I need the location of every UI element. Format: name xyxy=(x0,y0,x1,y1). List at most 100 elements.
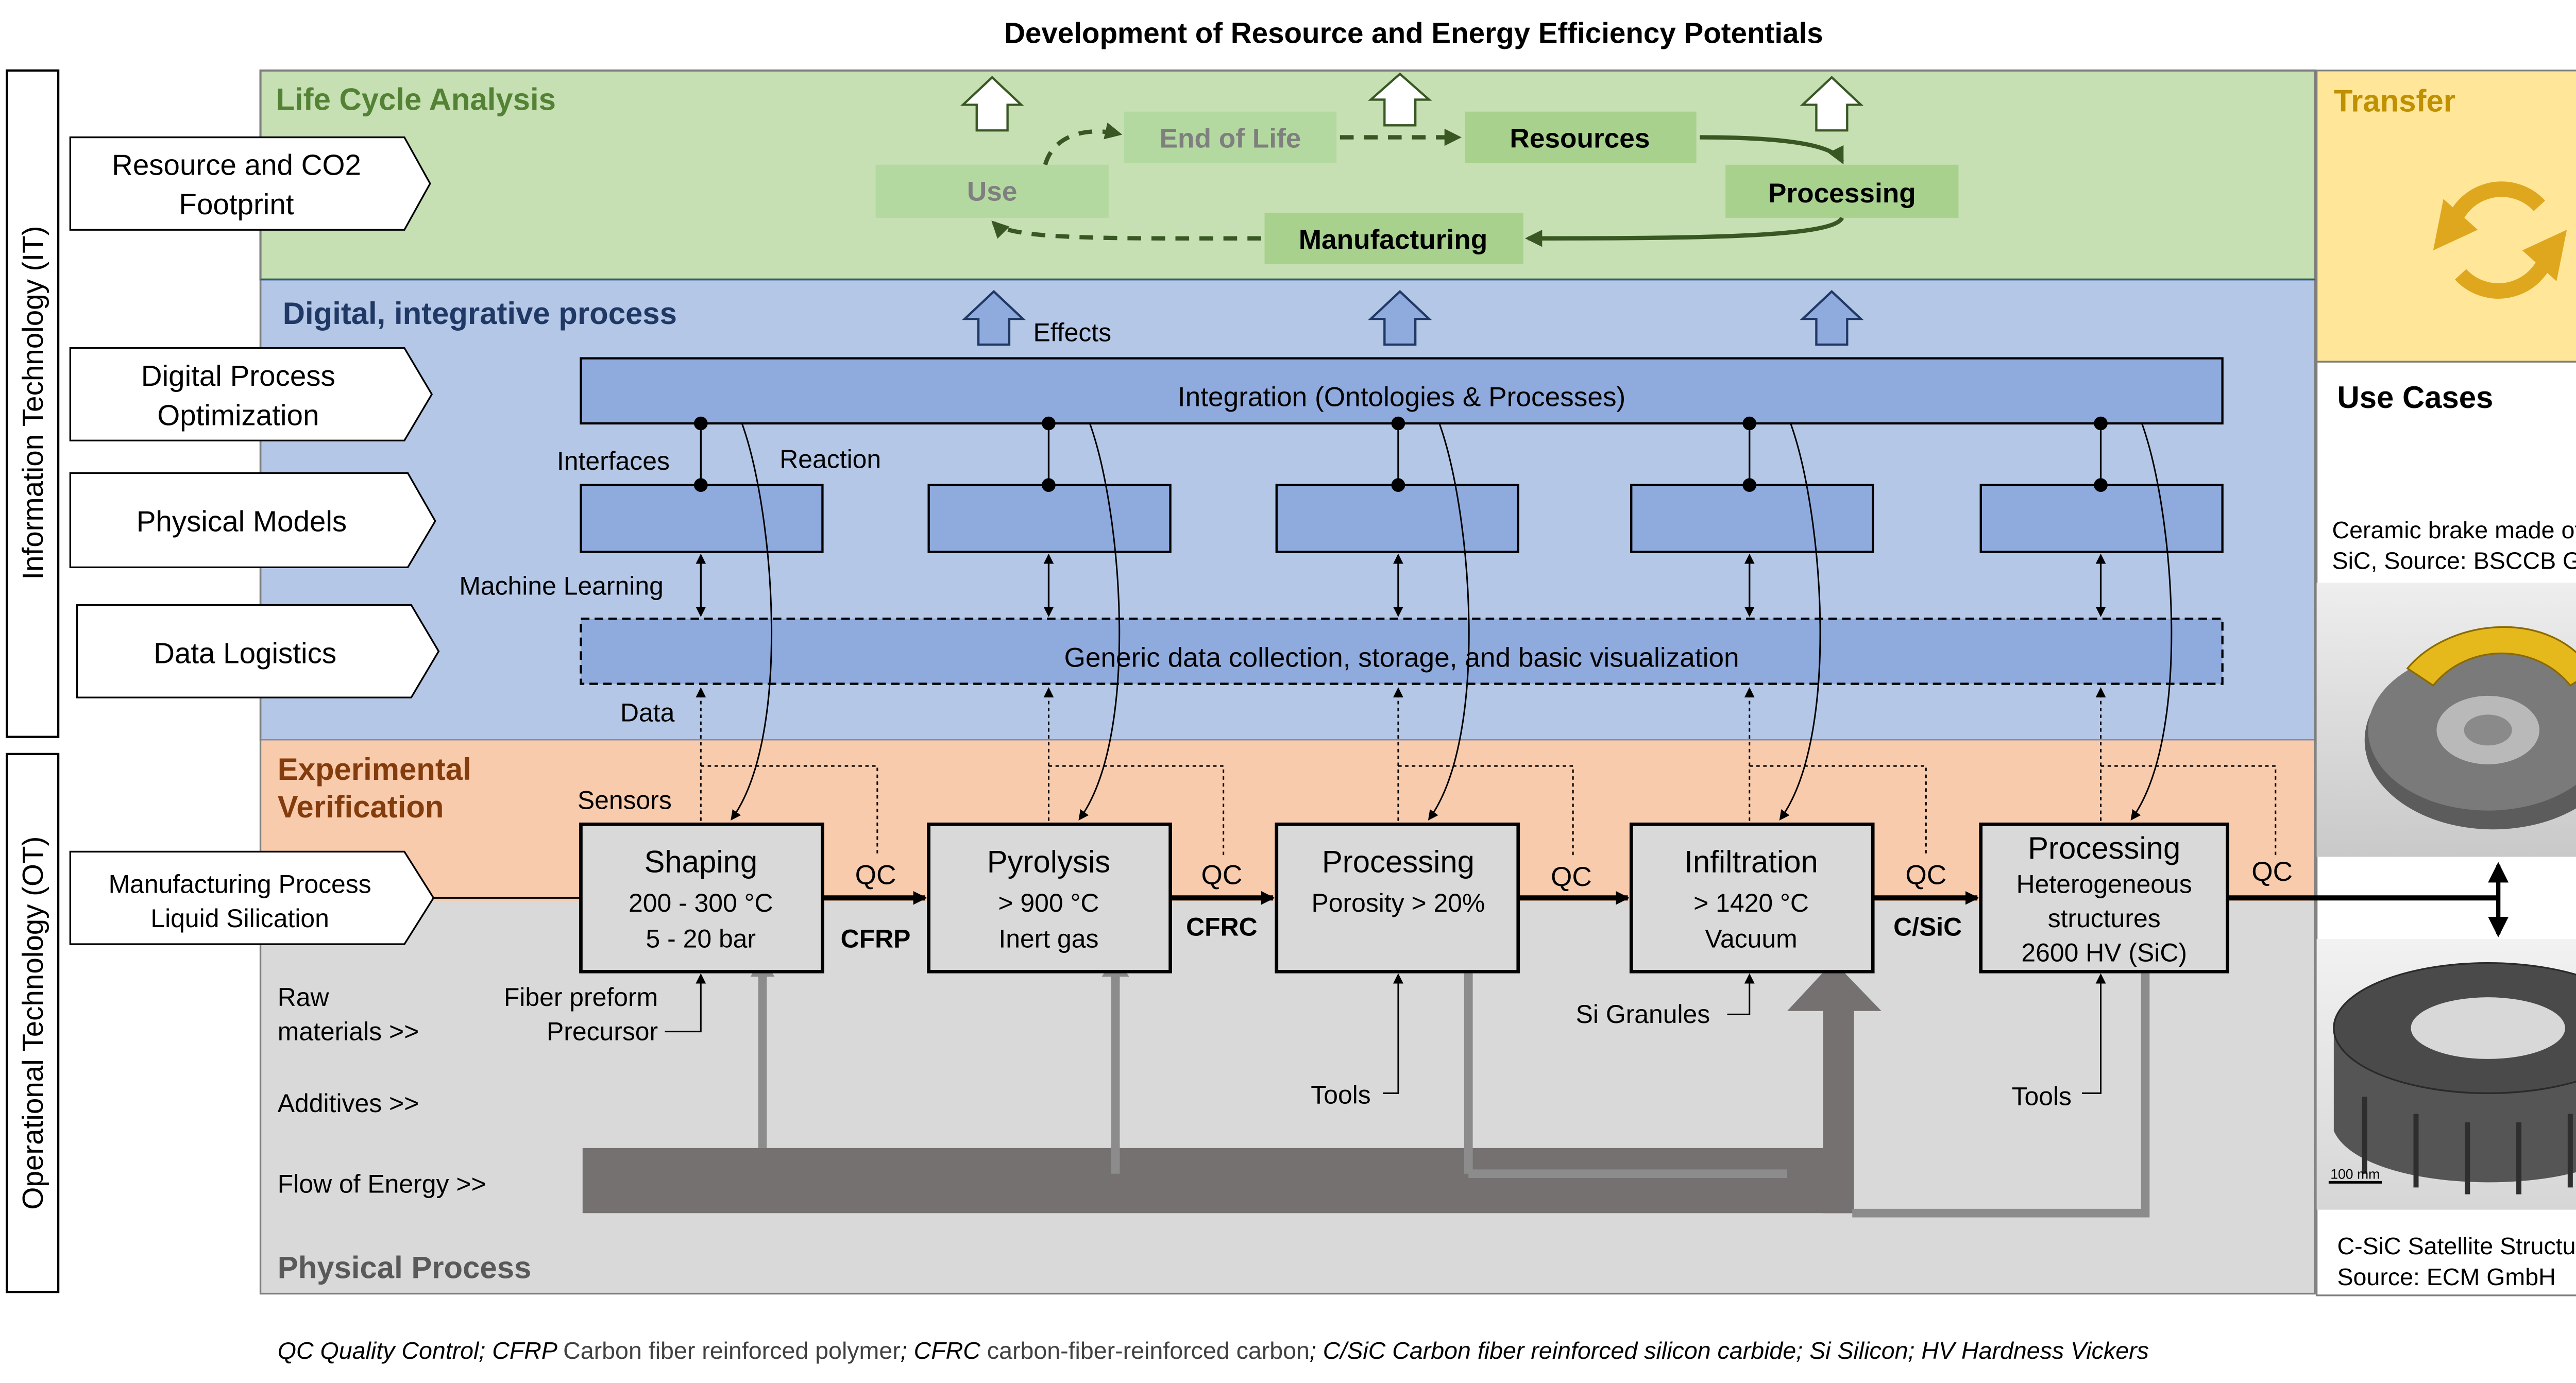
data-logistics-tag xyxy=(76,604,440,698)
digital-title: Digital, integrative process xyxy=(283,296,677,331)
manufacturing-process-line2: Liquid Silication xyxy=(150,904,329,933)
transfer-arrowhead-bottom xyxy=(2522,230,2567,281)
intermediate-cfrp: CFRP xyxy=(841,925,911,953)
footnote-part-6: ; C/SiC Carbon fiber reinforced silicon … xyxy=(1310,1337,2149,1364)
physical-model-box-4 xyxy=(1630,484,1874,553)
interfaces-label: Interfaces xyxy=(557,447,670,475)
sensor-dotted-lines xyxy=(696,687,2277,857)
step-shaping-title: Shaping xyxy=(644,844,757,879)
physical-models-tag xyxy=(69,472,436,569)
satellite-caption-line1: C-SiC Satellite Structure, xyxy=(2337,1233,2576,1259)
tools-label-1: Tools xyxy=(1311,1080,1370,1109)
intermediate-cfrc: CFRC xyxy=(1186,912,1258,941)
process-box-processing xyxy=(1275,822,1520,974)
cycle-resources-label: Resources xyxy=(1510,124,1650,154)
process-box-infiltration xyxy=(1629,822,1875,974)
generic-data-box xyxy=(580,617,2224,685)
step-pyrolysis-line1: > 900 °C xyxy=(998,889,1099,917)
step-processing-title: Processing xyxy=(1322,844,1475,879)
transfer-title: Transfer xyxy=(2334,84,2455,118)
physical-model-box-1 xyxy=(580,484,824,553)
machine-learning-label: Machine Learning xyxy=(459,572,664,601)
ot-side-frame xyxy=(6,753,60,1293)
footnote-part-4: ; CFRC xyxy=(901,1337,987,1364)
footnote-part-1: QC Quality Control; xyxy=(278,1337,492,1364)
footnote-part-2: CFRP xyxy=(492,1337,563,1364)
experimental-title-line2: Verification xyxy=(278,790,444,824)
raw-materials-line2: materials >> xyxy=(278,1017,419,1046)
main-flow-arrows xyxy=(433,862,2509,937)
cycle-arrows xyxy=(991,122,1844,247)
intermediate-csic: C/SiC xyxy=(1893,912,1962,941)
reaction-label: Reaction xyxy=(779,445,881,473)
scale-label: 100 mm xyxy=(2330,1167,2380,1182)
step-infiltration-line2: Vacuum xyxy=(1705,925,1797,953)
step-processing2-title: Processing xyxy=(2028,831,2180,865)
sensors-label: Sensors xyxy=(578,786,672,814)
step-pyrolysis-line2: Inert gas xyxy=(998,925,1098,953)
step-infiltration-line1: > 1420 °C xyxy=(1693,889,1809,917)
generic-data-label: Generic data collection, storage, and ba… xyxy=(1064,642,1739,673)
resource-footprint-line2: Footprint xyxy=(179,188,294,220)
cycle-manufacturing-box xyxy=(1264,212,1523,264)
it-side-label: Information Technology (IT) xyxy=(16,226,49,580)
step-shaping-line2: 5 - 20 bar xyxy=(646,925,756,953)
process-optimization-line2: Optimization xyxy=(157,399,319,431)
qc-label-2: QC xyxy=(1201,860,1242,891)
physical-model-box-2 xyxy=(927,484,1172,553)
ot-side-label: Operational Technology (OT) xyxy=(16,836,49,1210)
brake-photo xyxy=(2316,583,2576,857)
resource-footprint-line1: Resource and CO2 xyxy=(112,149,361,181)
qc-label-1: QC xyxy=(855,860,896,891)
cycle-end-of-life-box xyxy=(1124,111,1337,163)
step-infiltration-title: Infiltration xyxy=(1684,844,1818,879)
it-side-frame xyxy=(6,69,60,738)
input-connectors xyxy=(665,973,2106,1094)
manufacturing-process-line1: Manufacturing Process xyxy=(109,869,371,898)
cycle-end-of-life-label: End of Life xyxy=(1160,124,1301,154)
effects-label: Effects xyxy=(1033,318,1112,347)
integration-label: Integration (Ontologies & Processes) xyxy=(1178,382,1625,413)
qc-label-5: QC xyxy=(2251,857,2293,887)
manufacturing-process-tag xyxy=(69,850,435,945)
qc-label-3: QC xyxy=(1551,862,1592,892)
additives-label: Additives >> xyxy=(278,1089,419,1118)
cycle-resources-box xyxy=(1465,111,1697,163)
process-optimization-line1: Digital Process xyxy=(141,360,335,392)
brake-caption-line1: Ceramic brake made of C- xyxy=(2332,517,2576,543)
process-box-processing-2 xyxy=(1979,822,2229,974)
lca-up-arrows xyxy=(960,72,1864,132)
fiber-preform-label: Fiber preform xyxy=(504,983,658,1012)
cycle-processing-label: Processing xyxy=(1768,178,1916,209)
data-label: Data xyxy=(620,698,675,727)
si-granules-label: Si Granules xyxy=(1576,1000,1710,1029)
lca-title: Life Cycle Analysis xyxy=(276,82,555,116)
step-processing2-line1: Heterogeneous xyxy=(2016,869,2192,898)
satellite-photo xyxy=(2316,939,2576,1210)
footnote: QC Quality Control; CFRP Carbon fiber re… xyxy=(278,1337,2149,1364)
cycle-use-box xyxy=(875,164,1109,218)
step-processing2-line3: 2600 HV (SiC) xyxy=(2021,938,2187,967)
resource-footprint-tag xyxy=(69,136,431,231)
process-box-pyrolysis xyxy=(927,822,1172,974)
step-processing2-line2: structures xyxy=(2048,904,2161,933)
step-processing-line1: Porosity > 20% xyxy=(1312,889,1485,917)
physical-title: Physical Process xyxy=(278,1251,532,1285)
step-pyrolysis-title: Pyrolysis xyxy=(987,844,1110,879)
integration-box xyxy=(580,357,2224,425)
transfer-arrowhead-top xyxy=(2433,199,2478,251)
data-logistics-label: Data Logistics xyxy=(154,637,336,670)
physical-models-label: Physical Models xyxy=(137,505,347,538)
cycle-use-label: Use xyxy=(967,177,1018,207)
reaction-curves xyxy=(731,423,2173,821)
physical-model-boxes xyxy=(580,484,2224,553)
footnote-part-5: carbon-fiber-reinforced carbon xyxy=(987,1337,1310,1364)
cycle-processing-box xyxy=(1725,164,1959,218)
precursor-label: Precursor xyxy=(547,1017,658,1046)
process-boxes xyxy=(579,822,2229,974)
physical-model-box-5 xyxy=(1979,484,2224,553)
step-shaping-line1: 200 - 300 °C xyxy=(629,889,773,917)
process-box-shaping xyxy=(579,822,824,974)
footnote-part-3: Carbon fiber reinforced polymer xyxy=(563,1337,901,1364)
